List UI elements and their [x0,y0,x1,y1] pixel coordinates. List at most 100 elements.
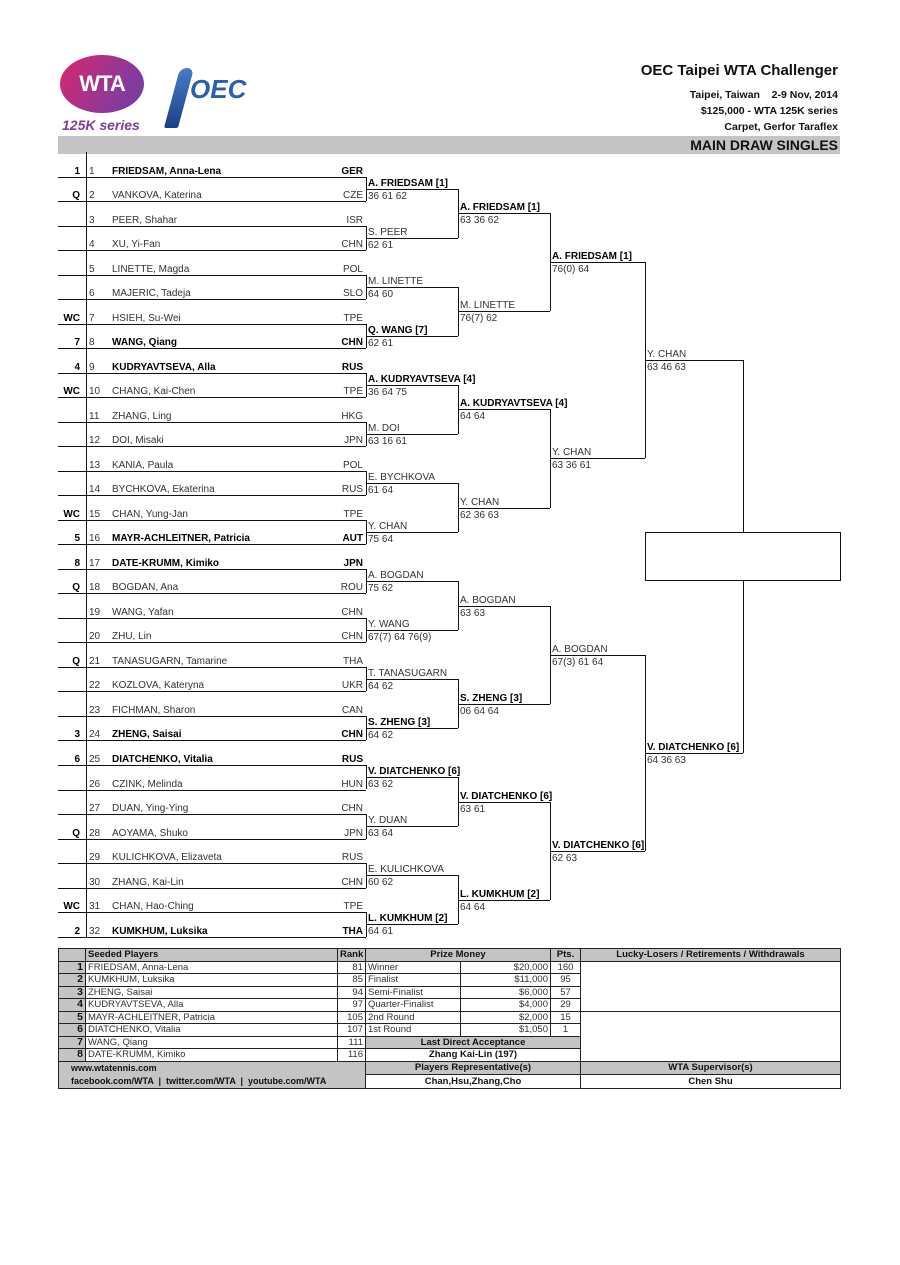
winner-name: S. ZHENG [3] [368,717,431,729]
player-name: DOI, Misaki [112,435,164,447]
player-name: MAYR-ACHLEITNER, Patricia [112,533,250,545]
player-country: JPN [344,435,363,447]
draw-number: 30 [89,876,101,888]
player-line [58,372,366,374]
match-score: 76(7) 62 [460,313,498,325]
winner-name: S. ZHENG [3] [460,692,523,704]
draw-number: 28 [89,827,101,839]
player-name: KULICHKOVA, Elizaveta [112,852,222,864]
player-line [58,544,366,546]
match-score: 63 16 61 [368,435,407,447]
match-score: 64 64 [460,901,486,913]
seed-player-name: DATE-KRUMM, Kimiko [85,1048,338,1062]
bracket-connector [366,225,367,251]
winner-name: T. TANASUGARN [368,668,448,680]
match-score: 67(3) 61 64 [552,656,604,668]
seed-number: 7 [58,1035,86,1049]
player-line [58,593,366,595]
seed-rank: 111 [337,1035,366,1049]
winner-line [366,384,458,386]
player-line [58,299,366,301]
winner-line [458,507,550,509]
entry-label: 5 [74,533,80,545]
bracket-connector [366,470,367,496]
seed-player-name: MAYR-ACHLEITNER, Patricia [85,1010,338,1024]
prize-amount: $6,000 [460,985,551,999]
bracket-connector [366,519,367,545]
draw-number: 13 [89,459,101,471]
draw-number: 26 [89,778,101,790]
match-score: 06 64 64 [460,705,499,717]
match-score: 36 64 75 [368,386,407,398]
player-name: DIATCHENKO, Vitalia [112,753,213,765]
prize-round: 1st Round [365,1023,461,1037]
winner-name: L. KUMKHUM [2] [460,888,540,900]
draw-number: 25 [89,753,101,765]
winner-line [458,703,550,705]
player-country: THA [342,925,363,937]
last-direct-acceptance-value: Zhang Kai-Lin (197) [365,1048,581,1062]
prize-round: Semi-Finalist [365,985,461,999]
player-line [58,666,366,668]
player-country: RUS [341,753,363,765]
player-country: POL [342,459,363,471]
seed-number: 2 [58,973,86,987]
player-name: BOGDAN, Ana [112,582,179,594]
entry-label: 4 [74,361,80,373]
website-link[interactable]: www.wtatennis.com [71,1062,157,1073]
draw-number: 11 [89,410,100,422]
winner-line [550,850,645,852]
match-score: 62 61 [368,239,394,251]
winner-line [645,360,743,362]
match-score: 75 64 [368,534,394,546]
draw-number: 17 [89,557,101,569]
seed-number: 1 [58,960,86,974]
draw-number: 14 [89,484,101,496]
match-score: 63 62 [368,779,394,791]
player-line [58,250,366,252]
bracket-connector [366,912,367,937]
winner-line [366,875,458,877]
player-name: WANG, Yafan [112,606,174,618]
prize-header: Prize Money [365,948,551,962]
prize-points: 29 [550,998,581,1012]
winner-name: Y. WANG [368,619,410,631]
player-country: TPE [343,386,363,398]
seed-rank: 81 [337,960,366,974]
draw-number: 32 [89,925,101,937]
player-country: CHN [341,337,363,349]
winner-name: V. DIATCHENKO [6] [368,766,461,778]
wta-logo: WTA [60,55,144,113]
player-line [58,691,366,693]
social-links[interactable]: facebook.com/WTA | twitter.com/WTA | you… [71,1075,327,1086]
player-line [58,814,366,816]
draw-number: 16 [89,533,101,545]
match-score: 64 60 [368,288,394,300]
match-score: 63 36 62 [460,215,499,227]
player-line [58,348,366,350]
winner-name: A. FRIEDSAM [1] [460,202,540,214]
draw-number: 10 [89,386,101,398]
winner-name: V. DIATCHENKO [6] [552,839,645,851]
player-line [58,838,366,840]
player-country: THA [343,655,363,667]
player-name: XU, Yi-Fan [112,239,161,251]
entry-label: Q [72,655,80,667]
seed-player-name: KUDRYAVTSEVA, Alla [85,998,338,1012]
player-name: DUAN, Ying-Ying [112,803,189,815]
player-line [58,446,366,448]
prize-round: Quarter-Finalist [365,998,461,1012]
entry-label: WC [63,386,80,398]
player-line [58,519,366,521]
winner-line [366,728,458,730]
supervisor-value: Chen Shu [580,1074,841,1089]
player-country: ROU [340,582,363,594]
lucky-losers-header: Lucky-Losers / Retirements / Withdrawals [580,948,841,962]
surface: Carpet, Gerfor Taraflex [724,121,838,133]
players-rep-value: Chan,Hsu,Zhang,Cho [365,1074,581,1089]
bracket-connector [366,323,367,349]
seed-player-name: ZHENG, Saisai [85,985,338,999]
player-country: RUS [341,484,363,496]
match-score: 63 46 63 [647,362,686,374]
match-score: 62 63 [552,852,578,864]
